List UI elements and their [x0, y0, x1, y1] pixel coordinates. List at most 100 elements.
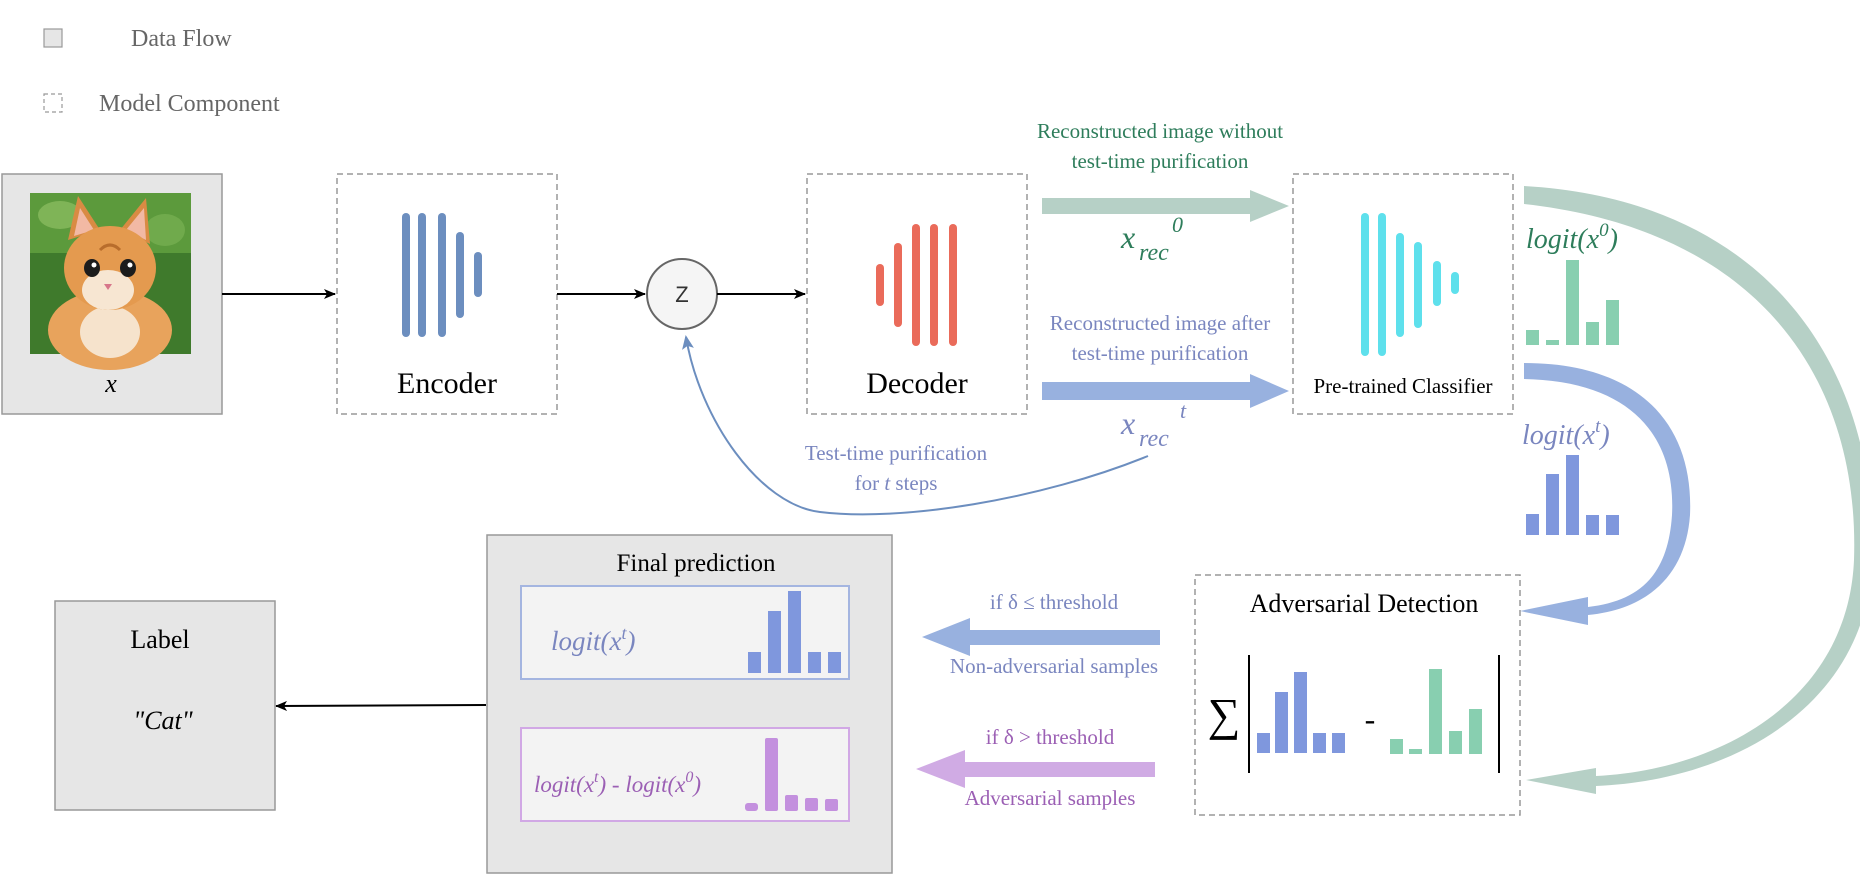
final-row1-bars: [748, 591, 841, 673]
latent-node: Z: [646, 258, 718, 330]
decoder-box: Decoder: [806, 173, 1028, 415]
final-row2-label: logit(xt) - logit(x0): [534, 769, 701, 797]
logit0-bar: [1526, 330, 1539, 345]
logit0-bars: [1526, 260, 1619, 345]
logitt-bar: [1526, 514, 1539, 535]
legend: Data Flow Model Component: [43, 26, 280, 117]
logit0-output: logit(x0): [1526, 220, 1619, 345]
logit0-bar: [1606, 300, 1619, 345]
recont-flow: Reconstructed image after test-time puri…: [1042, 311, 1289, 452]
purification-line1: Test-time purification: [805, 441, 988, 465]
final-row1-bar: [828, 652, 841, 673]
recon0-caption-line1: Reconstructed image without: [1037, 119, 1283, 143]
final-prediction-box: Final prediction logit(xt) logit(xt) - l…: [486, 534, 893, 874]
adv-condition: if δ > threshold: [986, 725, 1115, 749]
final-row1-bar: [788, 591, 801, 673]
legend-model-component-swatch: [43, 93, 63, 113]
detection-box: Adversarial Detection ∑ -: [1194, 574, 1521, 816]
detection-blue-bar: [1257, 733, 1270, 753]
recont-arrow: [1042, 374, 1289, 408]
legend-model-component-label: Model Component: [99, 91, 280, 117]
kitten-image: [30, 193, 191, 370]
svg-text:t: t: [1180, 398, 1187, 423]
classifier-icon: [1361, 213, 1459, 356]
final-row2-bar: [745, 803, 758, 811]
non-adv-condition: if δ ≤ threshold: [990, 590, 1119, 614]
data-flow-arrows: [222, 289, 806, 711]
encoder-label: Encoder: [397, 367, 497, 400]
logitt-bar: [1566, 455, 1579, 535]
detection-green-bar: [1409, 749, 1422, 754]
sigma-symbol: ∑: [1208, 689, 1241, 740]
logit0-bar: [1586, 322, 1599, 345]
decoder-icon: [876, 224, 957, 346]
input-variable: x: [104, 369, 117, 398]
logitt-label: logit(xt): [1522, 416, 1610, 451]
final-row1-bar: [748, 652, 761, 673]
final-row1-bar: [808, 652, 821, 673]
legend-data-flow-swatch: [43, 28, 63, 48]
non-adv-label: Non-adversarial samples: [950, 654, 1158, 678]
final-row2-bars: [745, 738, 838, 811]
detection-blue-bars: [1257, 672, 1345, 753]
logitt-bars: [1526, 455, 1619, 535]
detection-green-bars: [1390, 669, 1482, 754]
svg-text:x: x: [1120, 405, 1135, 441]
adv-label: Adversarial samples: [965, 786, 1136, 810]
detection-green-bar: [1390, 739, 1403, 754]
final-row2-bar: [785, 795, 798, 811]
svg-text:rec: rec: [1139, 240, 1169, 266]
latent-label: Z: [675, 282, 688, 307]
recont-caption-line1: Reconstructed image after: [1050, 311, 1270, 335]
recont-caption-line2: test-time purification: [1072, 341, 1249, 365]
purification-loop: Test-time purification for t steps: [682, 335, 1149, 516]
logitt-bar: [1546, 474, 1559, 535]
encoder-box: Encoder: [336, 173, 558, 415]
purification-line2: for t steps: [855, 471, 938, 495]
final-row1-bar: [768, 611, 781, 673]
final-row1-label: logit(xt): [551, 623, 636, 656]
label-value: "Cat": [133, 706, 192, 735]
final-row2-bar: [805, 798, 818, 811]
detection-title: Adversarial Detection: [1250, 589, 1479, 618]
purification-arrow: [682, 335, 1149, 516]
detection-green-bar: [1429, 669, 1442, 754]
recon0-caption-line2: test-time purification: [1072, 149, 1249, 173]
logit0-bar: [1566, 260, 1579, 345]
detection-green-bar: [1449, 731, 1462, 754]
classifier-box: Pre-trained Classifier: [1292, 173, 1514, 415]
decoder-label: Decoder: [866, 367, 968, 400]
recont-variable: x rec t: [1120, 398, 1187, 452]
svg-text:0: 0: [1172, 212, 1183, 237]
non-adv-flow: if δ ≤ threshold Non-adversarial samples: [922, 590, 1160, 678]
final-title: Final prediction: [617, 550, 776, 577]
detection-blue-bar: [1332, 733, 1345, 753]
classifier-label: Pre-trained Classifier: [1313, 374, 1492, 398]
recon0-arrow: [1042, 190, 1289, 222]
detection-blue-bar: [1294, 672, 1307, 753]
arrow-final-to-label: [275, 700, 487, 711]
encoder-icon: [402, 213, 482, 337]
label-box: Label "Cat": [54, 600, 276, 811]
final-row2-bar: [825, 799, 838, 811]
non-adv-arrow: [922, 618, 1160, 656]
logit0-label: logit(x0): [1526, 220, 1618, 255]
blue-curved-arrow: [1520, 363, 1691, 625]
detection-blue-bar: [1313, 733, 1326, 753]
adv-flow: if δ > threshold Adversarial samples: [916, 725, 1155, 810]
recon0-flow: Reconstructed image without test-time pu…: [1037, 119, 1289, 266]
input-box: x: [1, 173, 223, 415]
minus-symbol: -: [1365, 701, 1376, 737]
legend-data-flow-label: Data Flow: [131, 26, 232, 52]
adv-arrow: [916, 750, 1155, 788]
final-row2-bar: [765, 738, 778, 811]
logitt-bar: [1586, 515, 1599, 535]
detection-blue-bar: [1275, 692, 1288, 753]
svg-text:rec: rec: [1139, 426, 1169, 452]
detection-green-bar: [1469, 709, 1482, 754]
logitt-bar: [1606, 515, 1619, 535]
svg-text:x: x: [1120, 219, 1135, 255]
logitt-output: logit(xt): [1522, 416, 1619, 535]
label-title: Label: [130, 625, 189, 654]
recon0-variable: x rec 0: [1120, 212, 1183, 266]
